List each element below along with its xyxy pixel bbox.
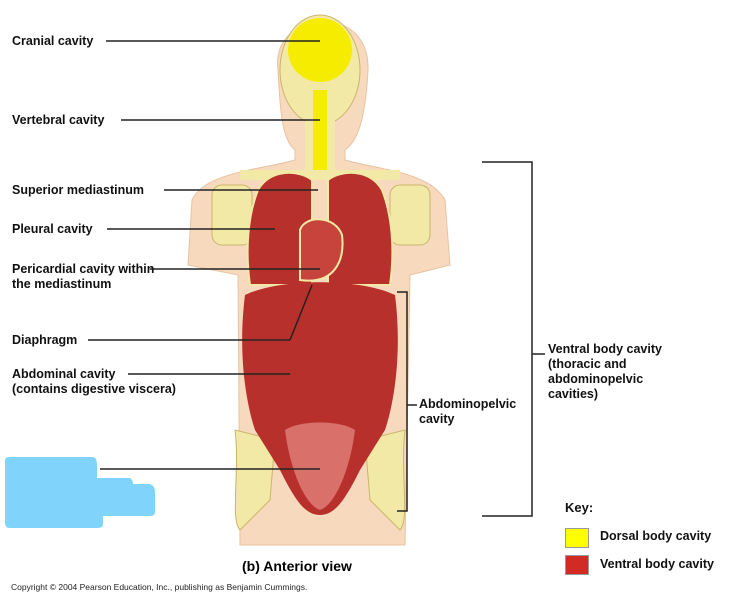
label-line: Ventral body cavity: [548, 342, 662, 356]
label-superior-mediastinum: Superior mediastinum: [12, 183, 144, 197]
key-label-dorsal: Dorsal body cavity: [600, 529, 712, 543]
label-line: the mediastinum: [12, 277, 112, 291]
vertebral-cavity-fill: [313, 90, 327, 170]
label-line: Pericardial cavity within: [12, 262, 155, 276]
redaction-box: [5, 457, 155, 528]
copyright: Copyright © 2004 Pearson Education, Inc.…: [11, 582, 308, 592]
label-cranial-cavity: Cranial cavity: [12, 34, 94, 48]
label-pleural-cavity: Pleural cavity: [12, 222, 93, 236]
figure-caption: (b) Anterior view: [242, 558, 352, 574]
label-line: cavities): [548, 387, 599, 401]
label-line: abdominopelvic: [548, 372, 644, 386]
label-line: Abdominal cavity: [12, 367, 116, 381]
label-diaphragm: Diaphragm: [12, 333, 78, 347]
label-line: (contains digestive viscera): [12, 382, 176, 396]
key-label-ventral: Ventral body cavity: [600, 557, 714, 571]
label-line: Abdominopelvic: [419, 397, 517, 411]
label-abdominal-cavity: Abdominal cavity(contains digestive visc…: [12, 367, 176, 397]
label-line: (thoracic and: [548, 357, 627, 371]
label-line: cavity: [419, 412, 455, 426]
leader-lines: [88, 40, 545, 517]
key-swatch-ventral: [565, 555, 589, 575]
dorsal-cavity: [288, 18, 352, 170]
key-title: Key:: [565, 500, 594, 515]
cranial-cavity-fill: [288, 18, 352, 82]
key-swatch-dorsal: [565, 528, 589, 548]
label-vertebral-cavity: Vertebral cavity: [12, 113, 105, 127]
